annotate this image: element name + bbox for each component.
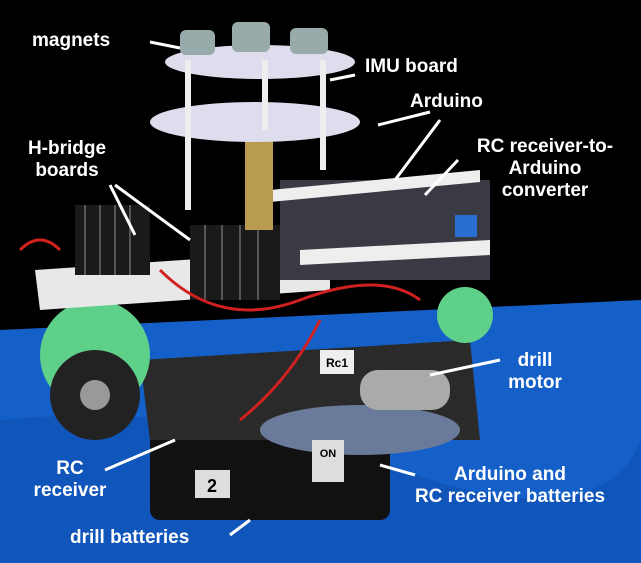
label-line: converter bbox=[501, 180, 589, 201]
label-line: RC receiver-to- bbox=[476, 136, 614, 157]
label-drill-batteries: drill batteries bbox=[70, 527, 190, 548]
label-arduino: Arduino bbox=[410, 91, 483, 112]
heatsink-right bbox=[190, 225, 280, 300]
on-tag: ON bbox=[312, 440, 344, 482]
label-line: RC receiver batteries bbox=[414, 486, 606, 507]
label-line: boards bbox=[35, 160, 99, 181]
pointer-lines bbox=[104, 40, 501, 537]
label-arduino-batteries: Arduino and RC receiver batteries bbox=[400, 464, 620, 508]
imu-plate bbox=[150, 102, 360, 142]
label-rc-receiver: RC receiver bbox=[20, 458, 120, 502]
label-line: receiver bbox=[33, 480, 107, 501]
label-drill-motor: drill motor bbox=[495, 350, 575, 394]
label-line: H-bridge bbox=[27, 138, 107, 159]
label-h-bridge: H-bridge boards bbox=[12, 138, 122, 182]
label-imu-board: IMU board bbox=[365, 56, 458, 77]
heatsink-left bbox=[75, 205, 150, 275]
label-line: motor bbox=[508, 372, 562, 393]
label-line: Arduino and bbox=[454, 464, 566, 485]
rc1-tag: Rc1 bbox=[326, 356, 348, 370]
battery-number-tag: 2 bbox=[207, 476, 217, 496]
magnets bbox=[180, 22, 328, 55]
label-rc-converter: RC receiver-to- Arduino converter bbox=[455, 136, 635, 202]
label-line: Arduino bbox=[508, 158, 582, 179]
label-line: RC bbox=[56, 458, 84, 479]
label-line: drill bbox=[517, 350, 553, 371]
green-gear-right bbox=[437, 287, 493, 343]
drill-motor bbox=[360, 370, 450, 410]
label-magnets: magnets bbox=[32, 30, 111, 51]
